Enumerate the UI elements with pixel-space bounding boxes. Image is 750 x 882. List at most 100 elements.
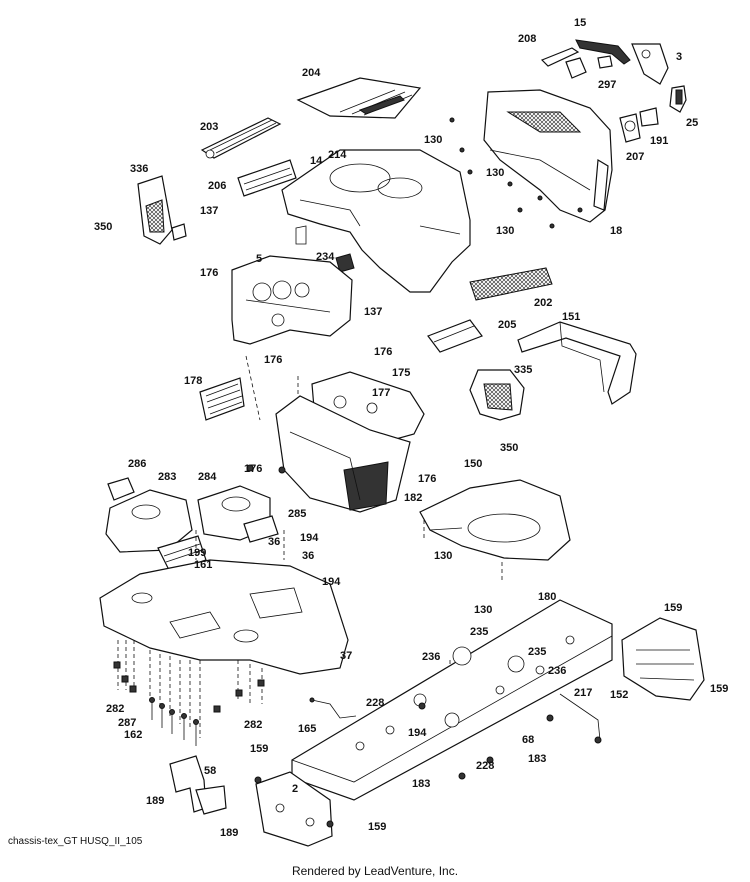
callout-130[interactable]: 130 — [486, 167, 505, 179]
callout-236[interactable]: 236 — [548, 665, 567, 677]
callout-235[interactable]: 235 — [528, 646, 547, 658]
headlight-housing-3 — [631, 43, 669, 85]
callout-189[interactable]: 189 — [146, 795, 165, 807]
callout-336[interactable]: 336 — [130, 163, 149, 175]
callout-176[interactable]: 176 — [200, 267, 219, 279]
side-panel-336 — [137, 175, 187, 245]
callout-151[interactable]: 151 — [562, 311, 581, 323]
socket-207 — [619, 113, 641, 143]
callout-180[interactable]: 180 — [538, 591, 557, 603]
callout-335[interactable]: 335 — [514, 364, 533, 376]
callout-183[interactable]: 183 — [412, 778, 431, 790]
callout-282[interactable]: 282 — [244, 719, 263, 731]
callout-176[interactable]: 176 — [418, 473, 437, 485]
callout-235[interactable]: 235 — [470, 626, 489, 638]
diagram-caption: chassis-tex_GT HUSQ_II_105 — [8, 836, 143, 847]
callout-159[interactable]: 159 — [664, 602, 683, 614]
callout-283[interactable]: 283 — [158, 471, 177, 483]
callout-191[interactable]: 191 — [650, 135, 669, 147]
callout-203[interactable]: 203 — [200, 121, 219, 133]
callout-350[interactable]: 350 — [94, 221, 113, 233]
callout-207[interactable]: 207 — [626, 151, 645, 163]
callout-2[interactable]: 2 — [292, 783, 299, 795]
callout-287[interactable]: 287 — [118, 717, 137, 729]
callout-297[interactable]: 297 — [598, 79, 617, 91]
callout-350[interactable]: 350 — [500, 442, 519, 454]
callout-161[interactable]: 161 — [194, 559, 213, 571]
callout-286[interactable]: 286 — [128, 458, 147, 470]
callout-228[interactable]: 228 — [366, 697, 385, 709]
callout-68[interactable]: 68 — [522, 734, 535, 746]
callout-176[interactable]: 176 — [244, 463, 263, 475]
callout-150[interactable]: 150 — [464, 458, 483, 470]
callout-130[interactable]: 130 — [474, 604, 493, 616]
fasteners-282 — [113, 661, 265, 713]
bracket-285 — [243, 515, 279, 543]
callout-162[interactable]: 162 — [124, 729, 143, 741]
callout-152[interactable]: 152 — [610, 689, 629, 701]
callout-228[interactable]: 228 — [476, 760, 495, 772]
callout-284[interactable]: 284 — [198, 471, 217, 483]
callout-285[interactable]: 285 — [288, 508, 307, 520]
bracket-151 — [517, 321, 637, 405]
callout-194[interactable]: 194 — [408, 727, 427, 739]
front-hood-18 — [483, 89, 613, 223]
footrest-deck-37 — [99, 559, 349, 675]
callout-18[interactable]: 18 — [610, 225, 623, 237]
callout-214[interactable]: 214 — [328, 149, 347, 161]
bolts-misc — [246, 464, 602, 828]
callout-204[interactable]: 204 — [302, 67, 321, 79]
callout-194[interactable]: 194 — [322, 576, 341, 588]
callout-199[interactable]: 199 — [188, 547, 207, 559]
callout-130[interactable]: 130 — [496, 225, 515, 237]
callout-236[interactable]: 236 — [422, 651, 441, 663]
callout-202[interactable]: 202 — [534, 297, 553, 309]
callout-194[interactable]: 194 — [300, 532, 319, 544]
callout-182[interactable]: 182 — [404, 492, 423, 504]
dashboard-5 — [231, 255, 353, 345]
hood-14 — [281, 149, 471, 293]
callout-137[interactable]: 137 — [200, 205, 219, 217]
callout-175[interactable]: 175 — [392, 367, 411, 379]
callout-176[interactable]: 176 — [374, 346, 393, 358]
lens-25 — [669, 85, 687, 113]
callout-36[interactable]: 36 — [302, 550, 315, 562]
callout-217[interactable]: 217 — [574, 687, 593, 699]
callout-58[interactable]: 58 — [204, 765, 217, 777]
callout-183[interactable]: 183 — [528, 753, 547, 765]
callout-159[interactable]: 159 — [250, 743, 269, 755]
callout-14[interactable]: 14 — [310, 155, 323, 167]
callout-178[interactable]: 178 — [184, 375, 203, 387]
callout-176[interactable]: 176 — [264, 354, 283, 366]
callout-177[interactable]: 177 — [372, 387, 391, 399]
callout-165[interactable]: 165 — [298, 723, 317, 735]
panel-206 — [237, 159, 297, 197]
grille-202 — [469, 267, 553, 301]
callout-5[interactable]: 5 — [256, 253, 263, 265]
footer-credit: Rendered by LeadVenture, Inc. — [291, 864, 459, 878]
callout-206[interactable]: 206 — [208, 180, 227, 192]
pod-283 — [105, 489, 193, 553]
callout-15[interactable]: 15 — [574, 17, 587, 29]
cover-205 — [427, 319, 483, 353]
headlight-bracket-208 — [540, 47, 587, 79]
callout-137[interactable]: 137 — [364, 306, 383, 318]
hood-vent-204 — [296, 77, 422, 119]
callout-189[interactable]: 189 — [220, 827, 239, 839]
callout-159[interactable]: 159 — [710, 683, 729, 695]
callout-25[interactable]: 25 — [686, 117, 699, 129]
callout-159[interactable]: 159 — [368, 821, 387, 833]
headlight-lens-15 — [575, 39, 631, 65]
cover-335 — [469, 369, 525, 421]
callout-36[interactable]: 36 — [268, 536, 281, 548]
callout-282[interactable]: 282 — [106, 703, 125, 715]
callout-130[interactable]: 130 — [424, 134, 443, 146]
callout-130[interactable]: 130 — [434, 550, 453, 562]
bolts-162 — [149, 697, 199, 746]
callout-234[interactable]: 234 — [316, 251, 335, 263]
callout-205[interactable]: 205 — [498, 319, 517, 331]
callout-3[interactable]: 3 — [676, 51, 683, 63]
callout-37[interactable]: 37 — [340, 650, 353, 662]
callout-208[interactable]: 208 — [518, 33, 537, 45]
